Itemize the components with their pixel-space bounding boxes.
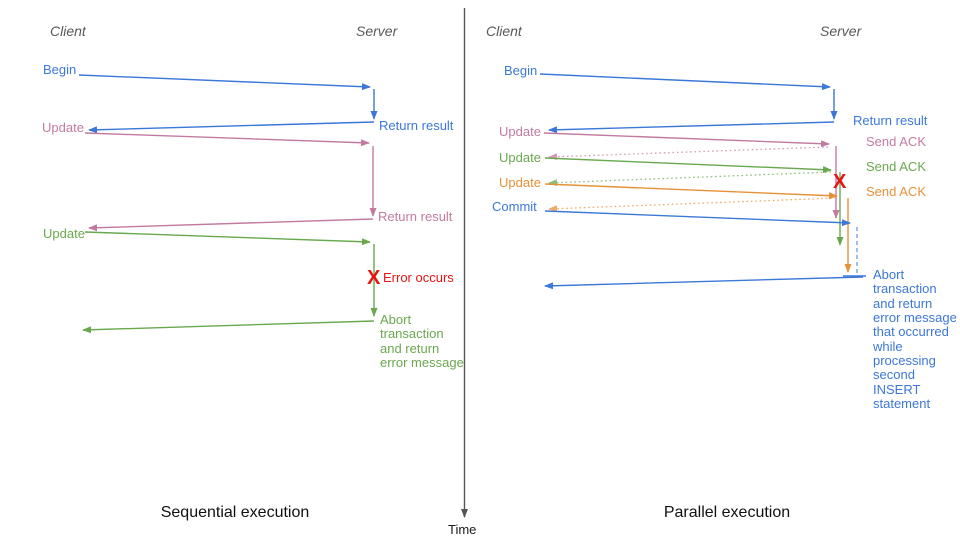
client-header-parallel: Client — [486, 23, 522, 39]
parallel-abort-message-line: while — [873, 338, 903, 354]
parallel-abort-message-line: second — [873, 367, 915, 383]
server-header-sequential: Server — [356, 23, 398, 39]
sequential-return-result-label-1: Return result — [379, 118, 454, 133]
parallel-begin-request-line — [539, 73, 831, 91]
parallel-update2-request-line — [544, 157, 832, 174]
parallel-send-ack-label-2: Send ACK — [866, 159, 926, 174]
server-header-parallel: Server — [820, 23, 862, 39]
parallel-update-label-3: Update — [499, 175, 541, 190]
sequential-begin-label: Begin — [43, 62, 77, 77]
client-header-sequential: Client — [50, 23, 86, 39]
sequential-update2-request-line — [84, 231, 371, 246]
parallel-return-result-label: Return result — [853, 113, 928, 128]
parallel-abort-message-line: Abort — [873, 267, 905, 282]
time-axis-label: Time — [448, 522, 477, 537]
sequential-return-result-line-1 — [88, 121, 375, 134]
sequential-error-occurs-label: Error occurs — [383, 270, 454, 285]
parallel-begin-label: Begin — [504, 63, 538, 78]
sequential-abort-message-line: error message — [380, 354, 464, 370]
parallel-update1-ack-line — [548, 146, 829, 161]
sequential-error-x-mark: X — [367, 267, 381, 289]
parallel-update3-request-line — [544, 183, 838, 200]
sequential-execution-title: Sequential execution — [160, 504, 310, 521]
sequential-abort-return-line — [82, 320, 375, 334]
parallel-abort-message-line: error message — [873, 310, 957, 326]
sequential-abort-message-line: transaction — [380, 326, 444, 342]
parallel-error-x-mark: X — [833, 171, 847, 193]
parallel-execution-title: Parallel execution — [663, 504, 791, 521]
sequential-update-label-2: Update — [43, 226, 85, 241]
sequential-return-result-line-2 — [88, 218, 374, 232]
parallel-update2-ack-line — [548, 171, 832, 187]
sequential-abort-message-line: and return — [380, 340, 440, 356]
sequential-begin-request-line — [78, 74, 371, 91]
parallel-send-ack-label-1: Send ACK — [866, 134, 926, 149]
parallel-abort-return-line — [544, 276, 864, 290]
parallel-update3-ack-line — [548, 197, 837, 213]
parallel-commit-request-line — [544, 210, 851, 227]
parallel-abort-message-line: and return — [873, 295, 933, 311]
sequential-abort-message-line: Abort — [380, 312, 412, 327]
parallel-commit-label: Commit — [492, 199, 537, 214]
parallel-abort-message-line: processing — [873, 353, 936, 369]
parallel-send-ack-label-3: Send ACK — [866, 184, 926, 199]
parallel-abort-message-line: INSERT — [873, 381, 921, 397]
parallel-update1-request-line — [543, 132, 830, 148]
parallel-abort-message-line: statement — [873, 396, 931, 412]
sequential-update-label-1: Update — [42, 120, 84, 135]
parallel-return-result-line — [548, 121, 835, 134]
sequential-update1-request-line — [84, 132, 370, 147]
parallel-abort-message-line: transaction — [873, 281, 937, 297]
parallel-abort-message-line: that occurred — [873, 324, 949, 340]
parallel-update-label-1: Update — [499, 124, 541, 139]
sequential-return-result-label-2: Return result — [378, 209, 453, 224]
parallel-update-label-2: Update — [499, 150, 541, 165]
